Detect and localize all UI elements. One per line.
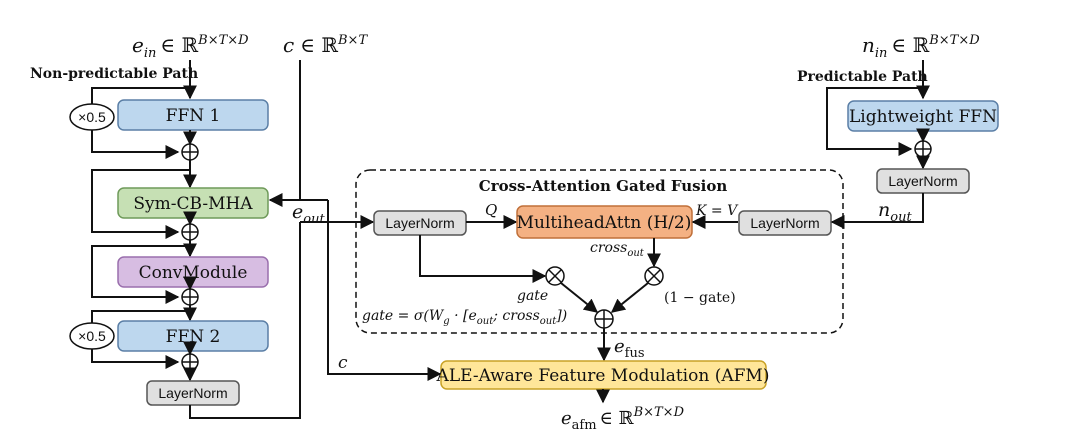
sum-node-right bbox=[914, 140, 932, 158]
lightweight-ffn-label: Lightweight FFN bbox=[849, 107, 997, 127]
arrow-ln-mult-left bbox=[419, 235, 547, 283]
scale-ffn1-ellipse bbox=[69, 103, 115, 131]
arrow-nout-layernorm bbox=[830, 193, 924, 229]
gate-label: gate bbox=[517, 288, 548, 304]
e-in-label: ein∈ ℝB×T×D bbox=[132, 33, 249, 61]
layernorm-left-box bbox=[146, 380, 240, 406]
sum-node-4 bbox=[181, 353, 199, 371]
scale-ffn2-label: ×0.5 bbox=[78, 328, 106, 344]
arrow-mult-left-sum bbox=[560, 282, 599, 313]
sum-node-2 bbox=[181, 223, 199, 241]
layernorm-fusion-left-label: LayerNorm bbox=[385, 215, 454, 231]
layernorm-right-label: LayerNorm bbox=[888, 173, 957, 189]
kv-label: K = V bbox=[695, 203, 739, 219]
residual-mha bbox=[91, 169, 190, 239]
conv-module-label: ConvModule bbox=[139, 263, 248, 283]
multihead-attn-label: MultiheadAttn (H/2) bbox=[517, 213, 692, 233]
n-out-label: nout bbox=[878, 199, 912, 225]
ffn2-label: FFN 2 bbox=[166, 327, 221, 347]
fusion-title: Cross-Attention Gated Fusion bbox=[479, 177, 728, 195]
cross-out-label: crossout bbox=[590, 240, 645, 259]
scale-ffn2-ellipse bbox=[69, 322, 115, 350]
residual-lightffn bbox=[826, 87, 923, 156]
ffn1-box bbox=[117, 99, 269, 131]
scale-ffn1-label: ×0.5 bbox=[78, 109, 106, 125]
e-out-label: eout bbox=[292, 201, 325, 227]
multiply-node-right bbox=[644, 266, 664, 286]
arrow-c-to-mha bbox=[268, 60, 301, 207]
non-predictable-path-label: Non-predictable Path bbox=[30, 66, 198, 82]
layernorm-left-label: LayerNorm bbox=[158, 385, 227, 401]
n-in-label: nin∈ ℝB×T×D bbox=[862, 33, 980, 61]
line-left-output bbox=[189, 222, 301, 419]
sym-cb-mha-label: Sym-CB-MHA bbox=[133, 194, 253, 214]
sum-node-1 bbox=[181, 143, 199, 161]
sum-node-3 bbox=[181, 288, 199, 306]
layernorm-fusion-right-label: LayerNorm bbox=[750, 215, 819, 231]
one-minus-gate-label: (1 − gate) bbox=[664, 290, 736, 306]
residual-conv bbox=[91, 245, 190, 304]
arrow-mult-right-sum bbox=[610, 282, 649, 313]
c-afm-label: c bbox=[338, 353, 348, 373]
predictable-path-label: Predictable Path bbox=[797, 69, 928, 85]
fusion-sum-node bbox=[594, 309, 614, 329]
c-input-label: c∈ ℝB×T bbox=[283, 33, 368, 57]
afm-label: ALE-Aware Feature Modulation (AFM) bbox=[436, 366, 770, 386]
multiply-node-left bbox=[545, 266, 565, 286]
e-afm-label: eafm∈ ℝB×T×D bbox=[561, 405, 685, 433]
arrow-c-to-afm bbox=[327, 200, 442, 381]
gate-formula: gate = σ(Wg · [eout; crossout]) bbox=[362, 308, 567, 327]
e-fus-label: efus bbox=[614, 336, 645, 361]
ffn1-label: FFN 1 bbox=[166, 106, 221, 126]
q-label: Q bbox=[485, 201, 497, 219]
